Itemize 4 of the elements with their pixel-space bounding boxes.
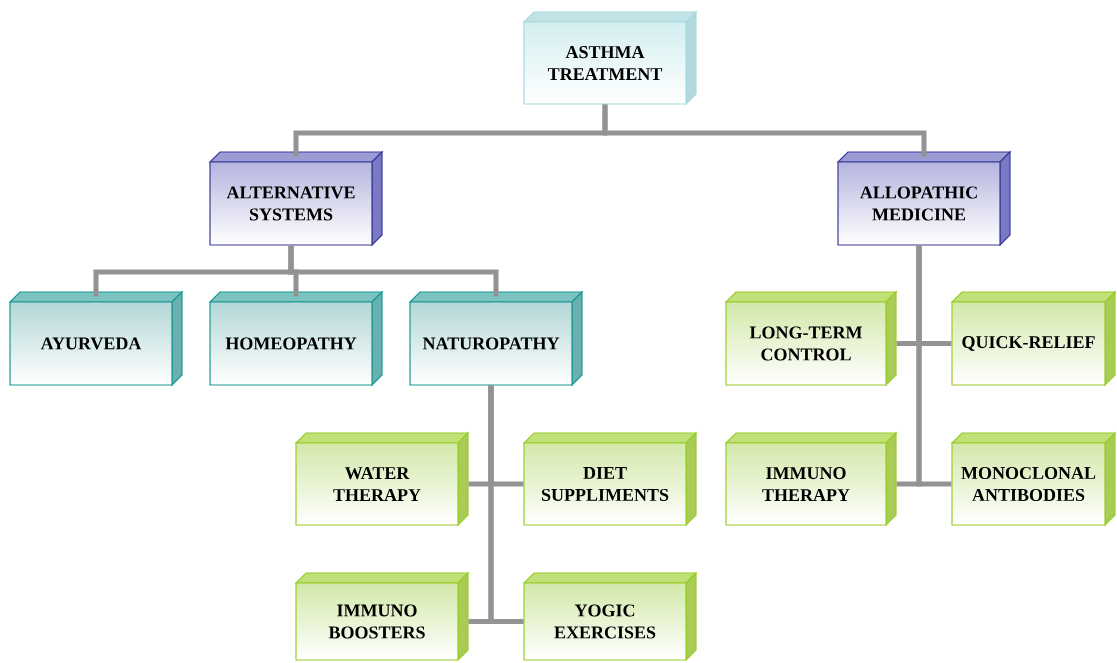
connector-line <box>916 245 952 487</box>
connector-line <box>488 385 524 624</box>
connector-line <box>288 245 499 297</box>
connector-line <box>602 104 927 157</box>
